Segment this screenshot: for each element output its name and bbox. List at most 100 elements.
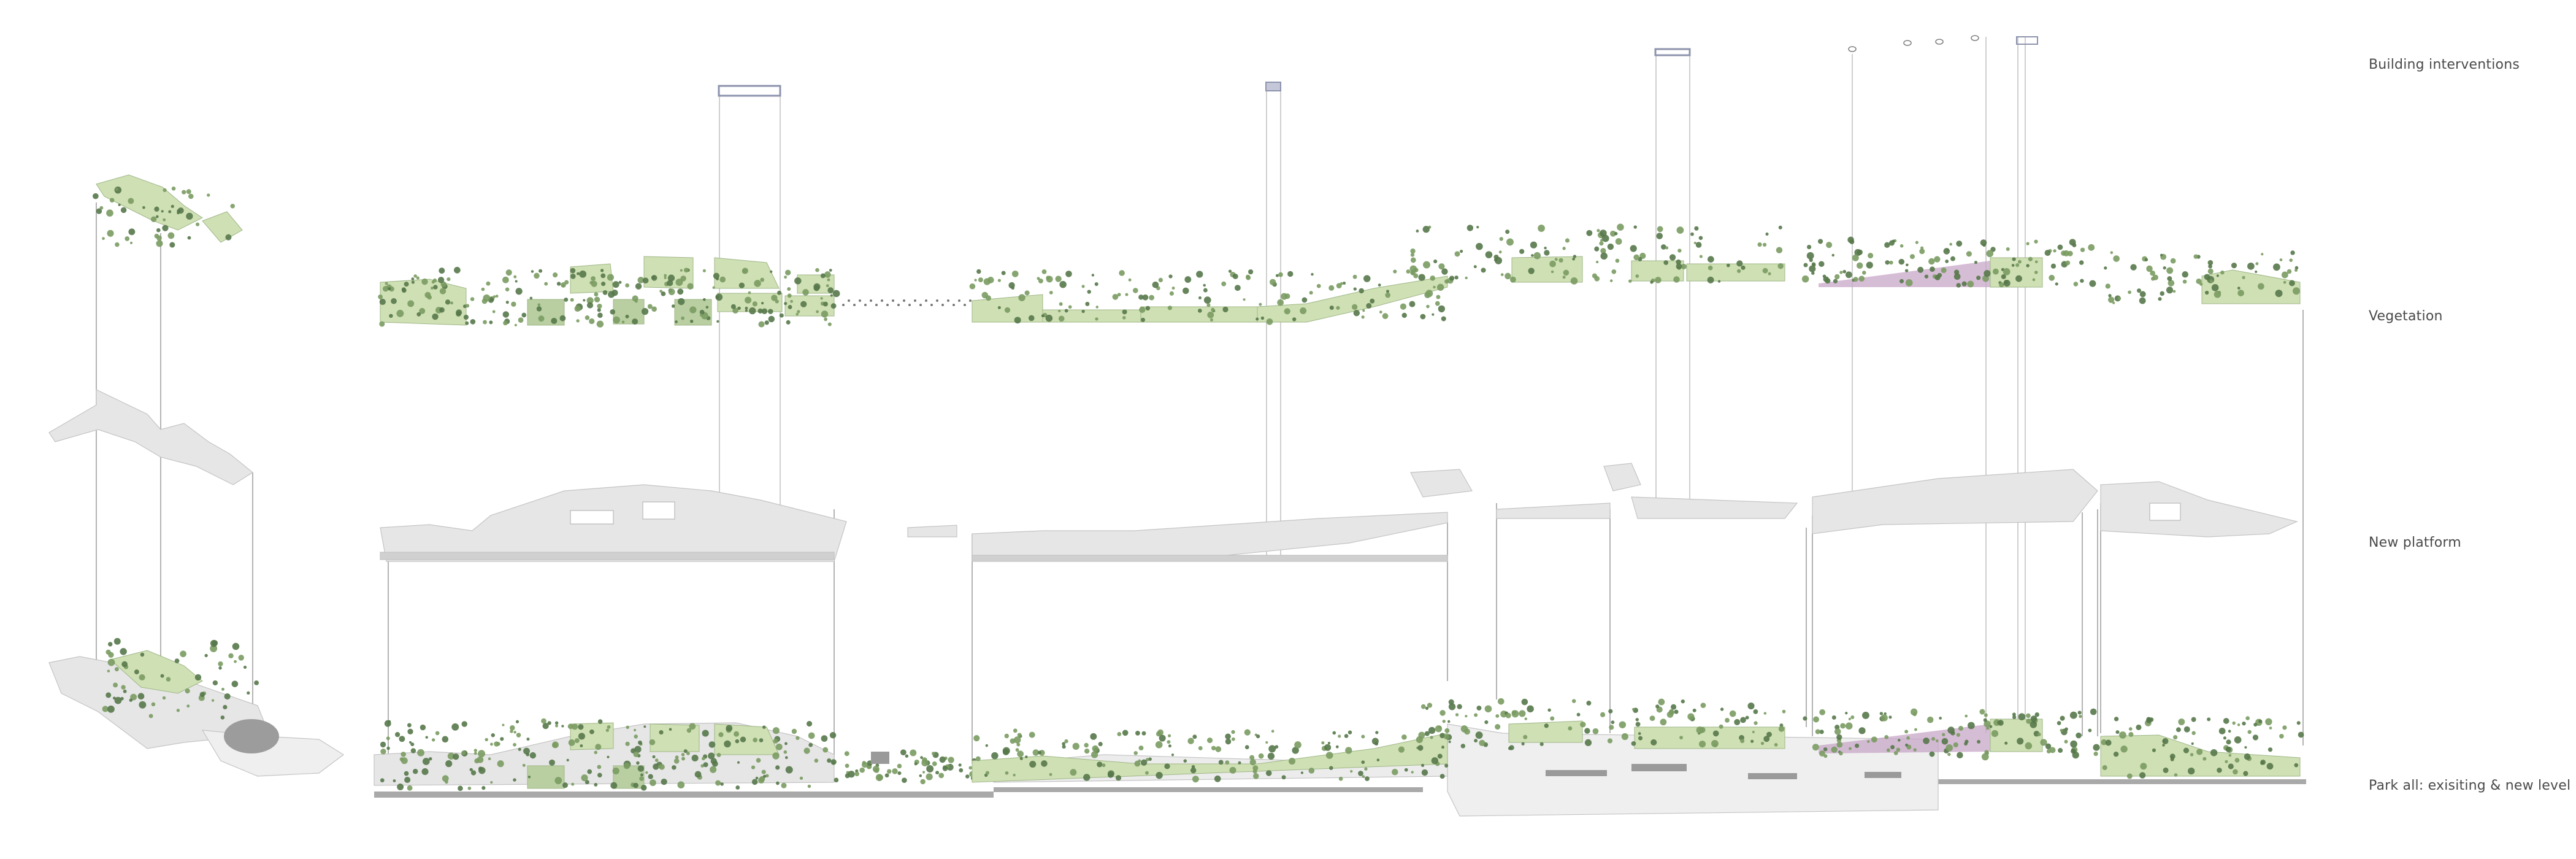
tree	[1899, 279, 1904, 283]
tree	[1631, 707, 1635, 711]
tree	[745, 309, 748, 312]
tree	[380, 778, 385, 783]
tree	[1565, 238, 1570, 243]
tree	[1815, 729, 1820, 734]
tree	[1476, 226, 1479, 229]
tree	[1225, 760, 1230, 765]
tree	[1528, 268, 1535, 274]
tree	[1464, 728, 1470, 735]
tree	[2289, 280, 2295, 287]
tree	[2202, 757, 2207, 761]
tree	[2093, 751, 2098, 757]
tree	[551, 318, 558, 325]
tree	[1899, 244, 1904, 248]
tree	[637, 277, 645, 283]
tree	[1819, 730, 1824, 734]
tree	[2070, 740, 2077, 748]
tree	[881, 299, 883, 302]
tree	[477, 756, 484, 763]
tree	[2209, 279, 2214, 283]
tree	[675, 755, 679, 760]
tree	[2231, 263, 2237, 269]
built-block	[1748, 773, 1797, 779]
tree	[2032, 278, 2036, 282]
tree	[2266, 763, 2274, 770]
tree	[740, 736, 746, 742]
tree	[2255, 270, 2258, 274]
tree	[1142, 294, 1149, 301]
tree	[431, 280, 435, 284]
tree	[1910, 708, 1918, 716]
tree	[1324, 744, 1332, 751]
tree	[581, 774, 588, 782]
tree	[1609, 725, 1614, 730]
tree	[107, 669, 110, 672]
tree	[513, 275, 517, 279]
tree	[538, 315, 545, 322]
tree	[2190, 753, 2194, 757]
tree	[932, 761, 937, 766]
tree	[653, 763, 659, 770]
tree	[1976, 275, 1981, 280]
tree	[396, 309, 404, 317]
tree	[2289, 258, 2293, 262]
tree	[578, 724, 584, 730]
tree	[2071, 748, 2076, 754]
tree	[1014, 317, 1021, 324]
base-strip	[374, 792, 994, 798]
tree	[1999, 282, 2004, 288]
tree	[1370, 298, 1375, 304]
tree	[515, 720, 519, 723]
tree	[1597, 229, 1600, 233]
tree	[447, 752, 455, 760]
tree	[1117, 732, 1122, 736]
tree	[1107, 770, 1114, 777]
tree	[120, 207, 127, 214]
tree	[536, 306, 542, 312]
tree	[589, 729, 594, 734]
tree	[1687, 713, 1695, 720]
tree	[139, 674, 145, 680]
tree	[489, 320, 493, 325]
tree	[2079, 714, 2082, 718]
tree	[1505, 712, 1511, 718]
tree	[1807, 244, 1812, 250]
tree	[422, 758, 430, 765]
tree	[1300, 307, 1307, 314]
tree	[1439, 710, 1446, 716]
tree	[1498, 250, 1502, 254]
tree	[770, 270, 773, 273]
tree	[1833, 279, 1838, 283]
tree	[884, 773, 889, 778]
tree	[1248, 269, 1254, 275]
tree	[2136, 724, 2142, 730]
tree	[228, 653, 234, 659]
tree	[495, 295, 499, 298]
tree	[1563, 269, 1570, 276]
tree	[407, 300, 415, 307]
tree	[1046, 275, 1053, 283]
tree	[1266, 318, 1273, 325]
tree	[1187, 738, 1194, 744]
tree	[968, 766, 973, 770]
tree	[1352, 274, 1357, 279]
tree	[607, 274, 615, 281]
tree	[2210, 749, 2218, 757]
tree	[784, 275, 788, 279]
tree	[2076, 732, 2082, 739]
tree	[1411, 771, 1414, 774]
tree	[1505, 229, 1510, 234]
tree	[485, 738, 488, 742]
tree	[2063, 250, 2069, 256]
tree	[1885, 260, 1890, 265]
tree	[1145, 771, 1149, 775]
tree	[1119, 270, 1125, 276]
tree	[2244, 753, 2251, 760]
tree	[1600, 248, 1606, 254]
tree	[1094, 282, 1098, 287]
tree	[2128, 731, 2134, 738]
tree	[555, 724, 559, 728]
tree	[2296, 721, 2301, 725]
tree	[1831, 715, 1836, 720]
tree	[451, 723, 459, 731]
